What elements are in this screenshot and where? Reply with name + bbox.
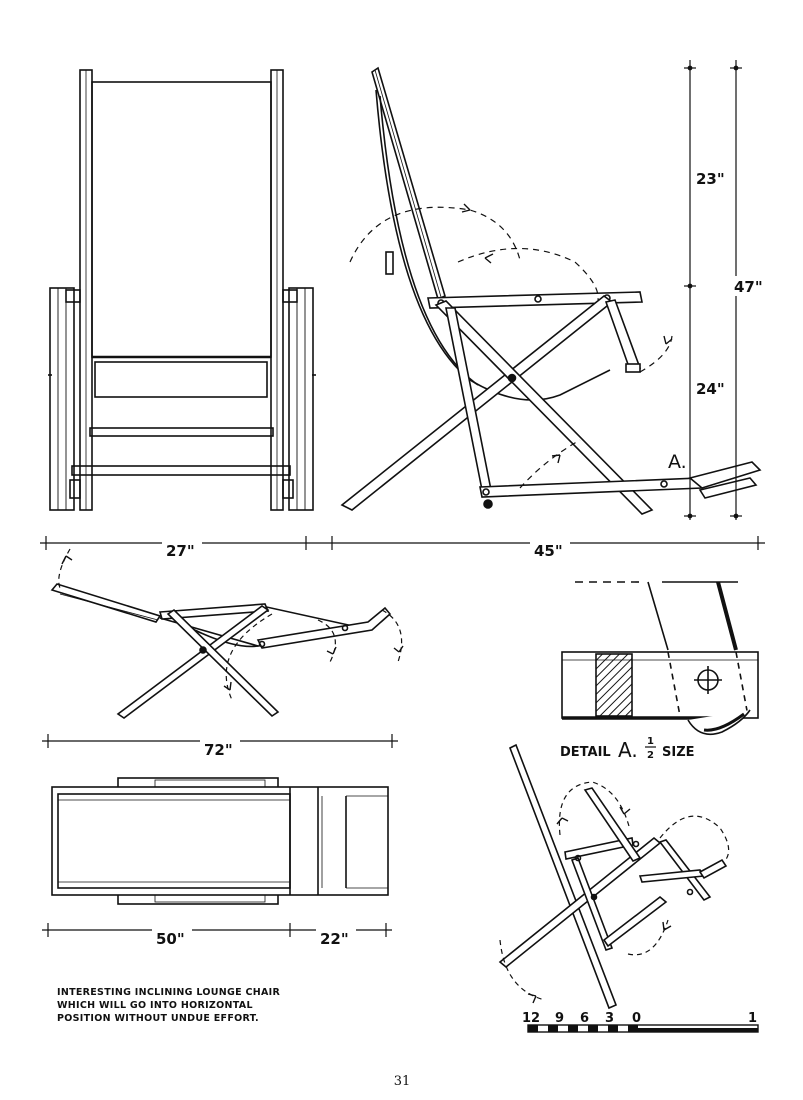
size-fraction-denominator: 2 [647,750,654,761]
scale-label-6: 6 [580,1011,589,1026]
scale-label-0: 0 [632,1011,641,1026]
front-width-label: 27" [166,542,195,560]
scale-label-9: 9 [555,1011,564,1026]
scale-label-3: 3 [605,1011,614,1026]
side-depth-label: 45" [534,542,563,560]
lower-height-label: 24" [696,380,725,398]
plan-view [51,777,389,905]
side-view [340,66,762,515]
detail-label: DETAIL [560,745,611,760]
reclined-view [50,548,404,719]
folded-view [498,743,730,1010]
page-number: 31 [393,1074,411,1089]
size-word: SIZE [662,745,695,760]
detail-a-caption: DETAIL A. 1 2 SIZE [560,736,695,762]
upper-height-label: 23" [696,170,725,188]
plan-length-label: 50" [156,930,185,948]
detail-marker-label: A. [668,451,687,473]
scale-bar: 12 9 6 3 0 1 [522,1011,759,1033]
front-view [48,69,316,511]
top-dimension-line [40,536,765,550]
scale-label-12: 12 [522,1011,540,1026]
total-height-label: 47" [734,278,763,296]
scale-label-1: 1 [748,1011,757,1026]
size-fraction-numerator: 1 [647,736,654,747]
plan-extension-label: 22" [320,930,349,948]
reclined-length-label: 72" [204,741,233,759]
drawing-caption: INTERESTING INCLINING LOUNGE CHAIR WHICH… [57,987,281,1024]
detail-a-drawing [561,581,759,736]
detail-label-marker: A. [618,738,638,762]
